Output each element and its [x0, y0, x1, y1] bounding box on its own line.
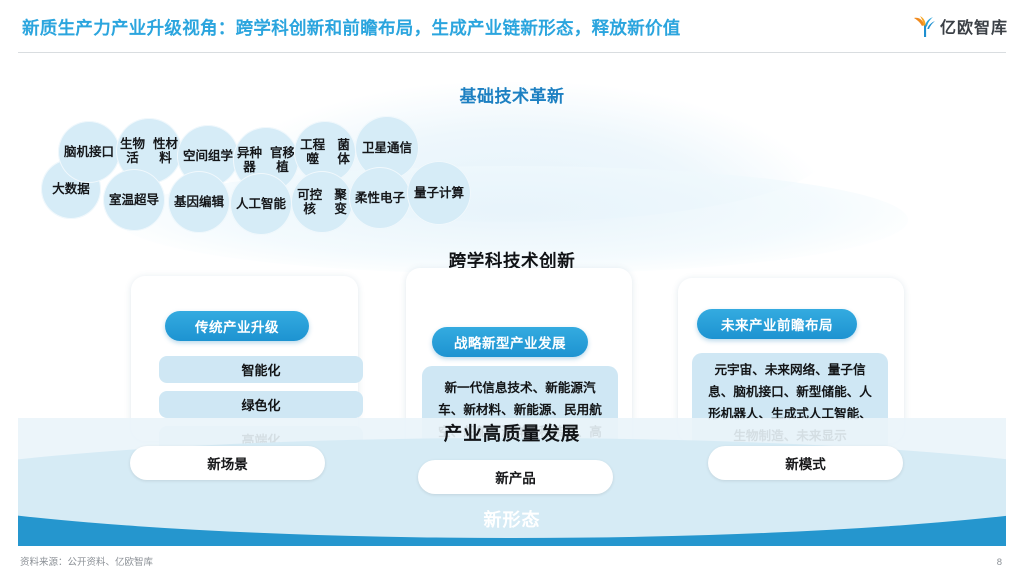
tech-bubble-label: 大数据 — [52, 182, 90, 196]
page-title: 新质生产力产业升级视角：跨学科创新和前瞻布局，生成产业链新形态，释放新价值 — [22, 18, 681, 38]
tech-bubble-label: 超导 — [134, 193, 160, 207]
tech-bubble[interactable]: 量子计算 — [407, 161, 471, 225]
logo-text: 亿欧智库 — [939, 20, 1008, 37]
bottom-pill-row: 新场景 新产品 新模式 — [18, 446, 1006, 494]
page-number: 8 — [996, 557, 1002, 568]
tech-bubble-label: 工程噬 — [300, 138, 326, 166]
panel-mid-title-pill[interactable]: 战略新型产业发展 — [432, 327, 588, 357]
tech-bubble-label: 组学 — [208, 149, 234, 163]
diagram-canvas: 基础技术革新 大数据脑机接口生物活性材料室温超导空间组学基因编辑异种器官移植人工… — [18, 56, 1006, 546]
tech-bubble[interactable]: 脑机接口 — [58, 121, 120, 183]
brand-logo: 亿欧智库 — [911, 12, 1008, 40]
tech-bubble-label: 通信 — [387, 141, 413, 155]
tech-bubble-label: 电子 — [380, 191, 406, 205]
tech-bubble-label: 编辑 — [199, 195, 225, 209]
crossdiscipline-heading: 跨学科技术创新 — [448, 251, 576, 271]
foundation-heading: 基础技术革新 — [459, 87, 565, 106]
tech-bubble-label: 接口 — [89, 145, 115, 159]
tech-bubble-label: 室温 — [108, 193, 134, 207]
panel-left-title-pill[interactable]: 传统产业升级 — [165, 311, 309, 341]
tech-bubble-label: 量子 — [413, 186, 439, 200]
tech-bubble-label: 菌体 — [337, 138, 350, 166]
source-note: 资料来源：公开资料、亿欧智库 — [20, 557, 154, 568]
tech-bubble-label: 计算 — [439, 186, 465, 200]
tech-bubble-label: 可控核 — [297, 188, 323, 216]
tech-bubble-label: 生物活 — [119, 137, 145, 165]
tech-bubble[interactable]: 柔性电子 — [349, 167, 411, 229]
tech-bubble-label: 卫星 — [361, 141, 387, 155]
traditional-item-0[interactable]: 智能化 — [159, 356, 363, 383]
header-divider — [18, 52, 1006, 53]
tech-bubble-label: 性材料 — [152, 137, 178, 165]
bottom-pill-new-model[interactable]: 新模式 — [708, 446, 903, 480]
tech-bubble[interactable]: 基因编辑 — [168, 171, 230, 233]
fan-leaf-logo-icon — [913, 16, 935, 37]
tech-bubble-label: 异种器 — [236, 146, 262, 174]
tech-bubble-label: 基因 — [173, 195, 199, 209]
tech-bubble-label: 人工 — [235, 197, 261, 211]
tech-bubble-label: 官移植 — [269, 146, 295, 174]
tech-bubble-label: 柔性 — [354, 191, 380, 205]
traditional-item-1[interactable]: 绿色化 — [159, 391, 363, 418]
new-form-label: 新形态 — [483, 510, 541, 530]
tech-bubble-label: 空间 — [182, 149, 208, 163]
bottom-pill-new-product[interactable]: 新产品 — [418, 460, 613, 494]
slide-header: 新质生产力产业升级视角：跨学科创新和前瞻布局，生成产业链新形态，释放新价值 亿欧… — [0, 0, 1024, 53]
tech-bubble[interactable]: 可控核聚变 — [291, 171, 353, 233]
bottom-pill-new-scenario[interactable]: 新场景 — [130, 446, 325, 480]
tech-bubble-label: 脑机 — [63, 145, 89, 159]
high-quality-development-heading: 产业高质量发展 — [443, 423, 581, 444]
tech-bubble[interactable]: 人工智能 — [230, 173, 292, 235]
tech-bubble-label: 智能 — [261, 197, 287, 211]
panel-right-title-pill[interactable]: 未来产业前瞻布局 — [697, 309, 857, 339]
tech-bubble-label: 聚变 — [334, 188, 347, 216]
tech-bubble[interactable]: 室温超导 — [103, 169, 165, 231]
